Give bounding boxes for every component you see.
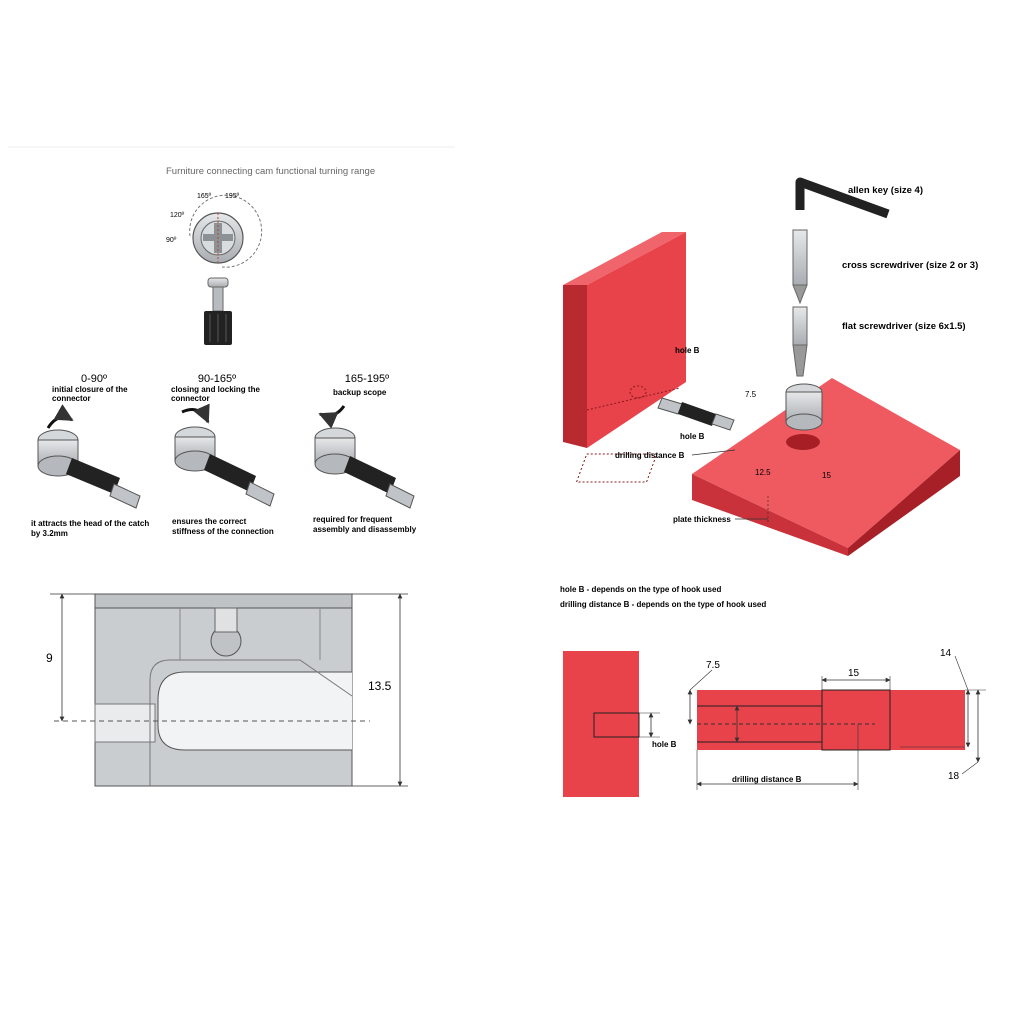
- stage-2-note-2: stiffness of the connection: [172, 527, 274, 536]
- angle-120: 120º: [170, 212, 185, 219]
- hole-b-label-top: hole B: [675, 346, 700, 355]
- allen-key-icon: [795, 177, 890, 219]
- cross-screwdriver-icon: [792, 229, 808, 305]
- cross-screwdriver-label: cross screwdriver (size 2 or 3): [842, 260, 978, 271]
- section-dim-15: 15: [848, 668, 860, 679]
- dim-12-5-label: 12.5: [755, 468, 771, 477]
- vertical-board: [563, 232, 686, 448]
- stage-1-range: 0-90º: [81, 373, 107, 385]
- drilling-distance-label: drilling distance B: [615, 451, 685, 460]
- stage-1: 0-90º initial closure of the connector i…: [31, 373, 149, 538]
- angle-195: 195º: [225, 193, 240, 200]
- stage-2-heading-2: connector: [171, 394, 210, 403]
- cam-section-drawing: [54, 593, 370, 787]
- cam-dim-right: 13.5: [368, 679, 392, 693]
- turning-range-title: Furniture connecting cam functional turn…: [166, 166, 375, 177]
- stage-3-note-2: assembly and disassembly: [313, 525, 417, 534]
- flat-screwdriver-label: flat screwdriver (size 6x1.5): [842, 321, 966, 332]
- dim-15-label: 15: [822, 471, 831, 480]
- assembly-bolt: [657, 397, 735, 431]
- stage-1-note-2: by 3.2mm: [31, 529, 68, 538]
- stage-1-note-1: it attracts the head of the catch: [31, 519, 149, 528]
- stage-2: 90-165º closing and locking the connecto…: [171, 373, 275, 536]
- angle-165: 165º: [197, 193, 212, 200]
- cam-dial: [189, 194, 263, 268]
- side-board-section: [563, 651, 660, 797]
- stage-2-note-1: ensures the correct: [172, 517, 247, 526]
- dim-7-5-label: 7.5: [745, 390, 757, 399]
- cam-dim-left: 9: [46, 651, 53, 665]
- stage-3-heading-1: backup scope: [333, 388, 387, 397]
- angle-90: 90º: [166, 237, 177, 244]
- allen-key-label: allen key (size 4): [848, 185, 923, 196]
- note-drilling-distance: drilling distance B - depends on the typ…: [560, 600, 766, 609]
- dowel-bolt: [204, 277, 232, 345]
- stage-1-heading-1: initial closure of the: [52, 385, 128, 394]
- stage-3-range: 165-195º: [345, 373, 389, 385]
- section-drilling-distance: drilling distance B: [732, 775, 802, 784]
- assembly-cam: [785, 383, 823, 431]
- section-hole-b-label: hole B: [652, 740, 677, 749]
- plate-thickness-label: plate thickness: [673, 515, 731, 524]
- horizontal-plate: [575, 378, 960, 556]
- section-dim-18: 18: [948, 771, 960, 782]
- flat-screwdriver-icon: [792, 306, 808, 377]
- section-dim-7-5: 7.5: [706, 660, 720, 671]
- section-dim-14: 14: [940, 648, 952, 659]
- stage-3-note-1: required for frequent: [313, 515, 392, 524]
- stage-3: 165-195º backup scope required for frequ…: [313, 373, 417, 534]
- note-hole-b: hole B - depends on the type of hook use…: [560, 585, 721, 594]
- stage-2-heading-1: closing and locking the: [171, 385, 260, 394]
- plate-section: [697, 689, 965, 751]
- hole-b-label-mid: hole B: [680, 432, 705, 441]
- stage-1-heading-2: connector: [52, 394, 91, 403]
- stage-2-range: 90-165º: [198, 373, 236, 385]
